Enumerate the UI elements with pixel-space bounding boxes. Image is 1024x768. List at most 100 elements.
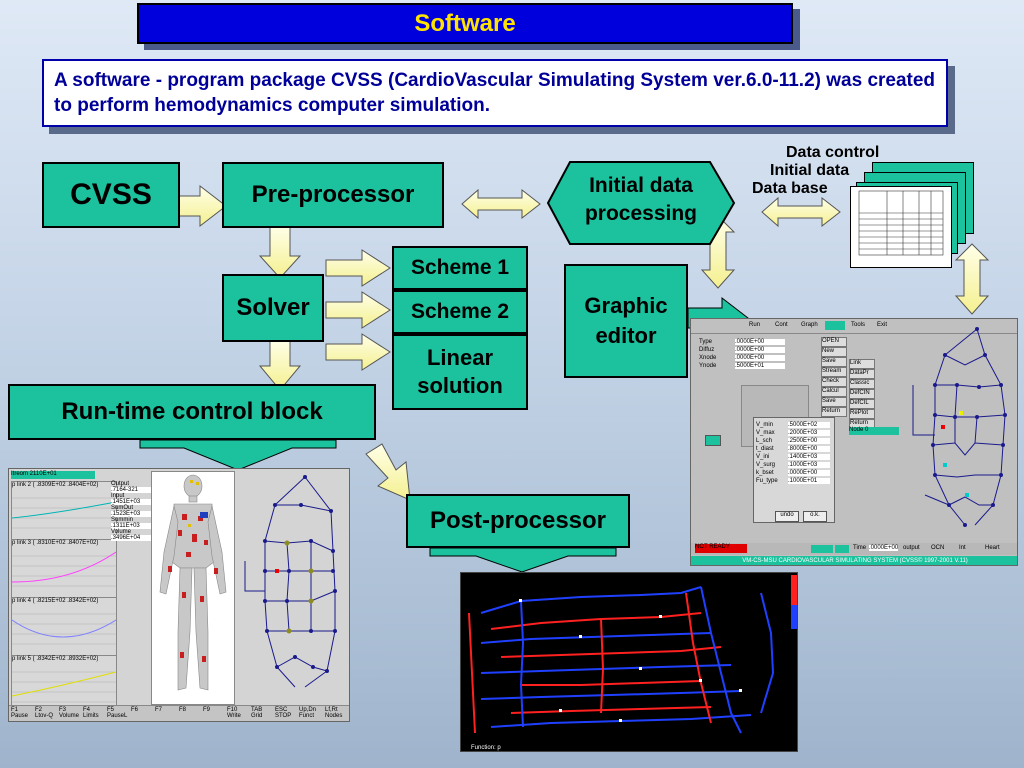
arrow-database-to-graph (954, 243, 990, 315)
param-value[interactable]: .1000E+03 (788, 462, 830, 468)
editor-side-buttons: OPEN New Save Stream Check Calcul Save R… (821, 337, 847, 417)
param-value[interactable]: .2000E+03 (788, 430, 830, 436)
arrow-solver-to-scheme2 (325, 291, 391, 329)
menu-highlight[interactable] (825, 321, 845, 330)
cvss-box: CVSS (42, 162, 180, 228)
side-button[interactable]: Save (821, 397, 847, 407)
field-name: Xnode (699, 355, 717, 361)
linear-solution-box: Linear solution (392, 334, 528, 410)
menu-exit[interactable]: Exit (877, 322, 888, 328)
param-name: Fu_type (756, 478, 778, 484)
params-list: V_min .5000E+02 V_max .2000E+03 L_sch .2500… (756, 422, 832, 486)
param-value[interactable]: .1400E+03 (788, 454, 830, 460)
right-button[interactable]: Classic (849, 379, 875, 389)
field-value[interactable]: .0000E+00 (735, 347, 785, 353)
param-value[interactable]: .1000E+01 (788, 478, 830, 484)
editor-footer: VM-CS-MSU CARDIOVASCULAR SIMULATING SYST… (691, 556, 1017, 565)
fkey[interactable]: F8 (179, 707, 187, 713)
right-button[interactable]: DefCIL (849, 399, 875, 409)
fkey[interactable]: F9 (203, 707, 211, 713)
arrow-runtime-to-post (365, 443, 411, 501)
postprocessor-box: Post-processor (406, 494, 630, 548)
menu-run[interactable]: Run (749, 322, 761, 328)
status-green-2 (835, 545, 849, 553)
param-name: V_surg (756, 462, 776, 468)
field-value[interactable]: .5000E+01 (735, 363, 785, 369)
database-table-doc (850, 186, 952, 268)
data-base-label: Data base (752, 180, 828, 197)
side-button[interactable]: Calcul (821, 387, 847, 397)
editor-status-bar: NOT READY Time .0000E+00 output OCN Int … (691, 543, 1017, 555)
right-button[interactable]: RePlot (849, 409, 875, 419)
field-value[interactable]: .0000E+00 (735, 355, 785, 361)
editor-fields: Type.0000E+00 Diffuz.0000E+00 Xnode.0000… (699, 339, 789, 371)
side-button[interactable]: OPEN (821, 337, 847, 347)
param-name: V_ini (756, 454, 770, 460)
right-button[interactable]: DefCIN (849, 389, 875, 399)
side-button[interactable]: Stream (821, 367, 847, 377)
side-button[interactable]: Check (821, 377, 847, 387)
readout-value: .1451E+03 (111, 499, 151, 505)
ok-button[interactable]: o.k. (803, 511, 827, 522)
readout-value: .3496E+04 (111, 535, 151, 541)
plot-label: p link 4 ( .8215E+02 .8342E+02) (12, 598, 99, 604)
right-button[interactable]: Link (849, 359, 875, 369)
fkey[interactable]: F6 (131, 707, 139, 713)
status-green-1 (811, 545, 833, 553)
plot-panel: p link 2 ( .8309E+02 .8404E+02) (11, 481, 117, 541)
scheme2-box: Scheme 2 (392, 290, 528, 334)
right-button[interactable]: DataPr (849, 369, 875, 379)
param-value[interactable]: .8000E+00 (788, 446, 830, 452)
runtime-readouts: Output .7164-321 Input .1451E+03 SumOut … (111, 481, 151, 541)
fkey[interactable]: F7 (155, 707, 163, 713)
runtime-window: Itreom 2110E+01 p link 2 ( .8309E+02 .84… (8, 468, 350, 722)
body-figure-panel (151, 471, 235, 705)
param-value[interactable]: .5000E+02 (788, 422, 830, 428)
param-name: V_min (756, 422, 774, 428)
param-name: V_max (756, 430, 775, 436)
description-box: A software - program package CVSS (Cardi… (42, 59, 948, 127)
menu-tools[interactable]: Tools (851, 322, 866, 328)
readout-name: Volume (111, 529, 132, 535)
param-value[interactable]: .0000E+00 (788, 470, 830, 476)
readout-value: .1523E+03 (111, 511, 151, 517)
arrow-preprocessor-to-solver (258, 225, 302, 279)
side-button[interactable]: New (821, 347, 847, 357)
field-value[interactable]: .0000E+00 (735, 339, 785, 345)
param-name: L_sch (756, 438, 773, 444)
menu-cont[interactable]: Cont (775, 322, 788, 328)
runtime-header: Itreom 2110E+01 (11, 471, 95, 479)
params-dialog: V_min .5000E+02 V_max .2000E+03 L_sch .2500… (753, 417, 835, 523)
scheme1-box: Scheme 1 (392, 246, 528, 290)
editor-network-graph (912, 327, 1007, 527)
arrow-solver-to-linear (325, 333, 391, 371)
readout-name: SumOut (111, 505, 134, 511)
side-button[interactable]: Save (821, 357, 847, 367)
menu-graph[interactable]: Graph (801, 322, 818, 328)
arrow-solver-to-runtime (258, 339, 302, 391)
side-button[interactable]: Return (821, 407, 847, 417)
preprocessor-box: Pre-processor (222, 162, 444, 228)
arrow-initial-database (761, 196, 841, 228)
param-value[interactable]: .2500E+00 (788, 438, 830, 444)
plot-curve (11, 671, 117, 703)
small-input[interactable] (705, 435, 721, 446)
arrow-preprocessor-initial (461, 188, 541, 220)
status-time-label: Time (853, 545, 867, 551)
status-output: output (903, 545, 920, 551)
undo-button[interactable]: undo (775, 511, 799, 522)
editor-menubar: Run Cont Graph Tools Exit (691, 319, 1017, 334)
plot-curve (11, 497, 117, 529)
arrow-post-to-output (429, 547, 617, 573)
